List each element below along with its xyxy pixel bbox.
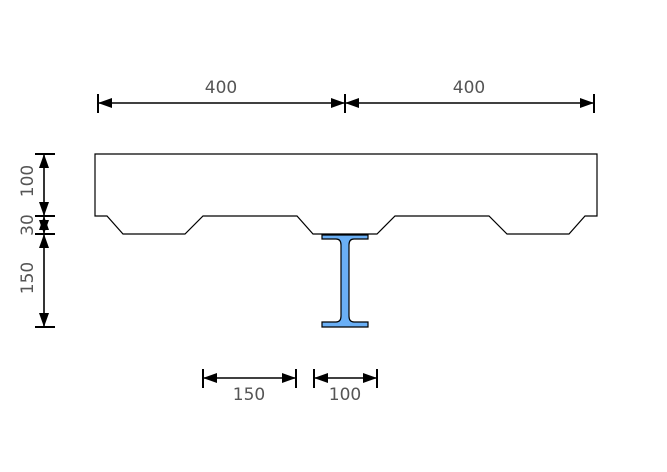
rib-depth-label: 30 bbox=[18, 214, 38, 236]
bottom-dimension-flange: 100 bbox=[313, 369, 378, 405]
slab-thickness-label: 100 bbox=[18, 165, 38, 197]
flange-width-label: 100 bbox=[329, 385, 361, 405]
top-dimension-left: 400 bbox=[97, 78, 345, 113]
top-right-dimension-label: 400 bbox=[453, 78, 485, 98]
slab-outline bbox=[94, 153, 598, 235]
top-dimension-right: 400 bbox=[344, 78, 595, 113]
rib-bottom-width-label: 150 bbox=[233, 385, 265, 405]
steel-i-beam bbox=[321, 234, 369, 328]
left-dimension-chain: 100 30 150 bbox=[18, 153, 55, 328]
bottom-dimension-rib: 150 bbox=[202, 369, 297, 405]
beam-depth-label: 150 bbox=[18, 262, 38, 294]
top-left-dimension-label: 400 bbox=[205, 78, 237, 98]
